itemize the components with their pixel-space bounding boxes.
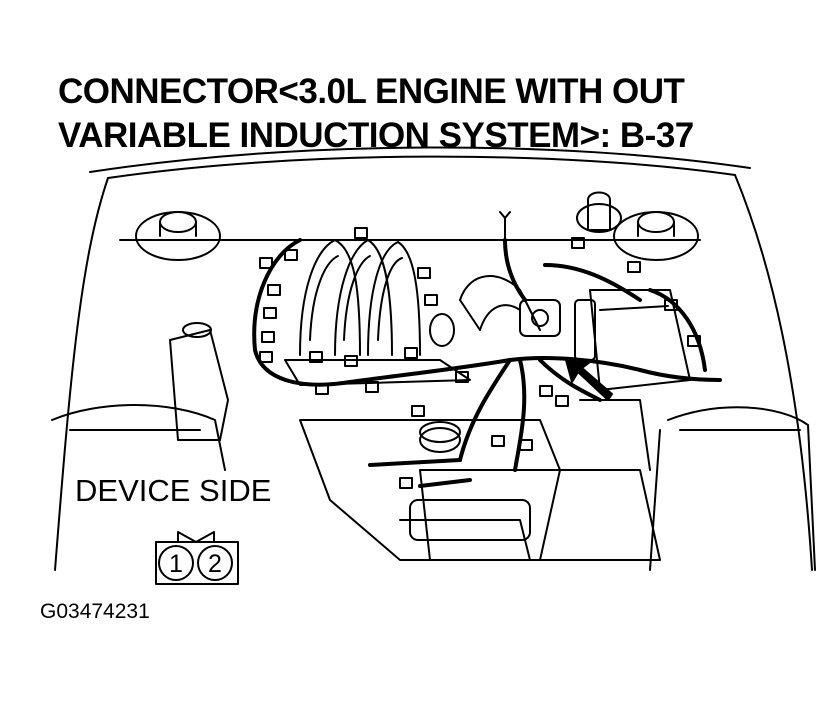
air-intake-duct (459, 275, 541, 331)
diagram-title: CONNECTOR<3.0L ENGINE WITH OUT VARIABLE … (58, 70, 694, 158)
pin-1-label: 1 (169, 550, 183, 578)
pin-2-label: 2 (208, 550, 222, 578)
pointer-arrow (565, 359, 613, 401)
title-line-1: CONNECTOR<3.0L ENGINE WITH OUT (58, 72, 685, 111)
washer-reservoir (169, 322, 229, 441)
body-outline (54, 146, 813, 571)
throttle-body (519, 299, 561, 337)
right-strut-tower (613, 211, 699, 261)
connectors (259, 211, 701, 489)
device-side-label: DEVICE SIDE (75, 473, 272, 508)
figure-id: G03474231 (40, 600, 150, 623)
intake-manifold (284, 239, 471, 386)
connector-face-diagram: 1 2 (155, 531, 239, 585)
coolant-reservoir (576, 191, 622, 233)
right-wheel-well (649, 406, 816, 571)
left-wheel-well (51, 404, 226, 471)
oil-filler-cap (419, 421, 461, 453)
left-strut-tower (135, 211, 221, 261)
